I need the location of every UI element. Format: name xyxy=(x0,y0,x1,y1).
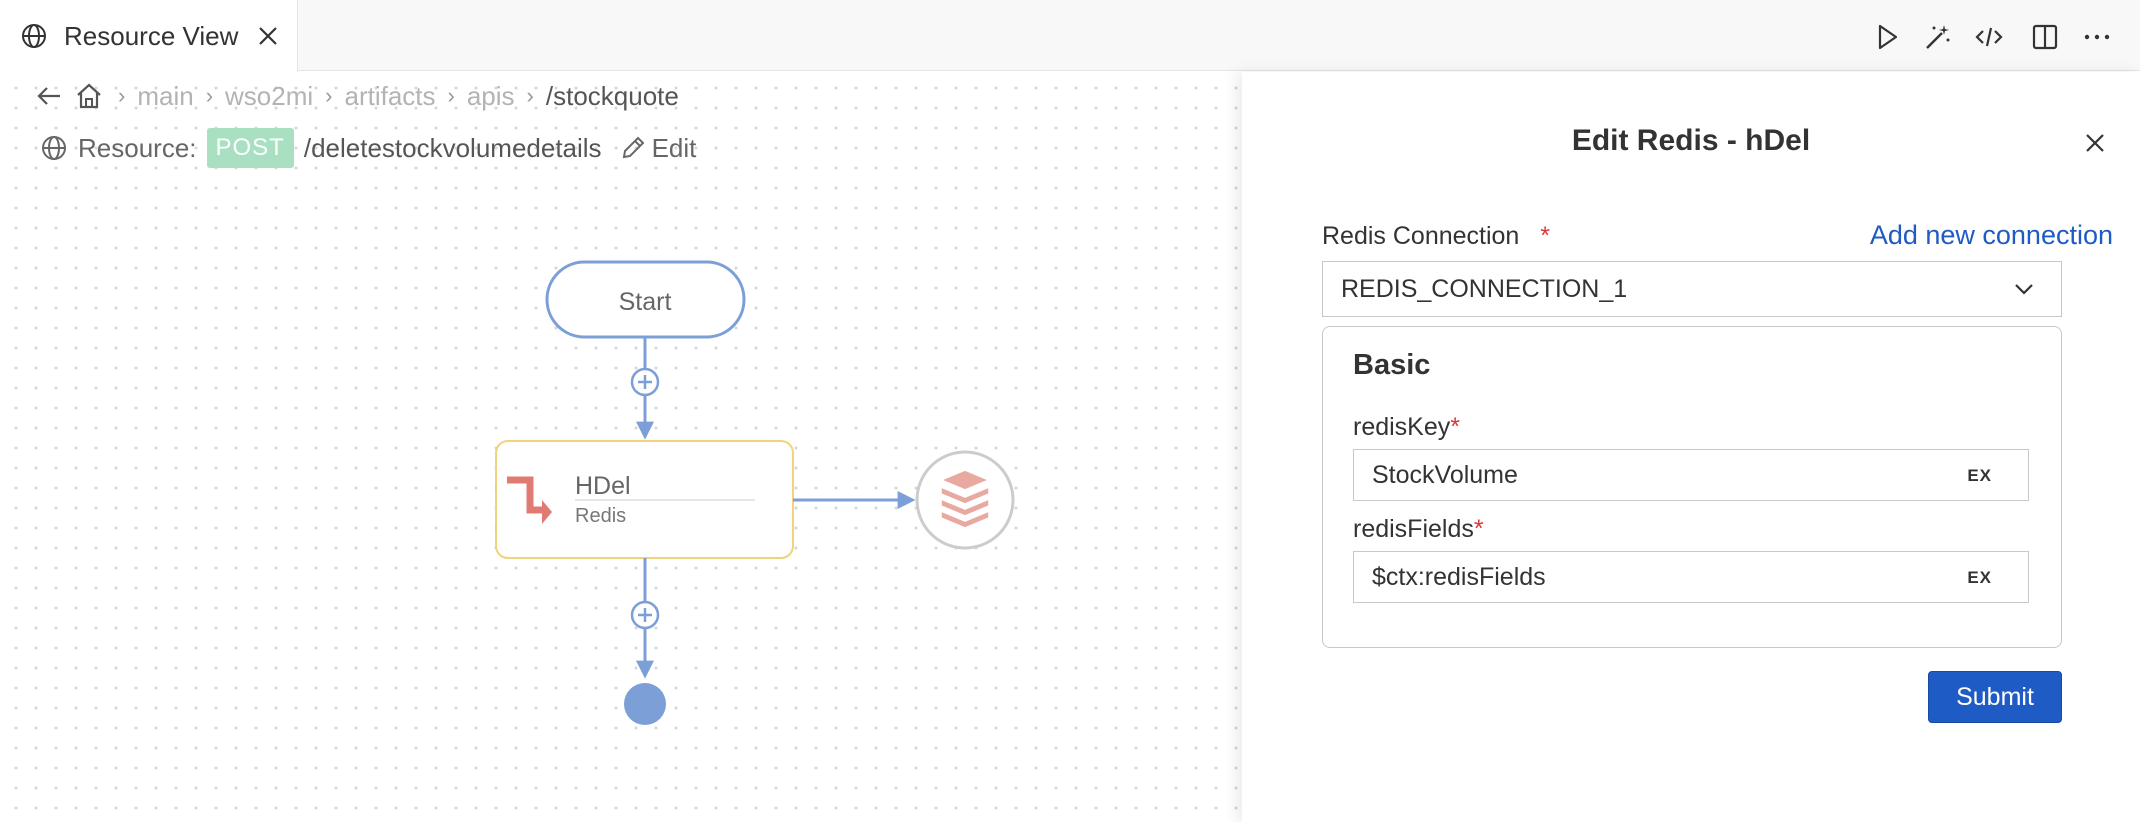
submit-button[interactable]: Submit xyxy=(1928,671,2062,723)
breadcrumb-apis[interactable]: apis xyxy=(466,80,515,111)
redis-connection-value: REDIS_CONNECTION_1 xyxy=(1341,274,1628,303)
editor-tab-bar: Resource View xyxy=(0,0,2140,72)
mediator-type: Redis xyxy=(575,505,626,527)
breadcrumb-stockquote: /stockquote xyxy=(545,80,679,111)
rediskey-value: StockVolume xyxy=(1372,460,1518,489)
close-icon[interactable] xyxy=(254,22,282,50)
basic-parameters-group: Basic redisKey* StockVolume EX redisFiel… xyxy=(1322,326,2062,648)
breadcrumb-main[interactable]: main xyxy=(137,80,194,111)
required-marker: * xyxy=(1540,222,1551,250)
breadcrumb-separator: › xyxy=(205,83,214,108)
group-title: Basic xyxy=(1353,349,1431,381)
expression-toggle-button[interactable]: EX xyxy=(1967,466,1992,485)
globe-icon xyxy=(42,136,66,160)
redis-connection-select[interactable]: REDIS_CONNECTION_1 xyxy=(1322,261,2062,317)
tab-resource-view[interactable]: Resource View xyxy=(0,0,298,72)
magic-wand-icon[interactable] xyxy=(1922,22,1952,52)
chevron-down-icon xyxy=(2015,284,2033,295)
tab-label: Resource View xyxy=(64,20,239,51)
close-icon[interactable] xyxy=(2082,130,2108,156)
required-marker: * xyxy=(1450,413,1460,441)
redisfields-label: redisFields* xyxy=(1353,515,1484,544)
run-icon[interactable] xyxy=(1872,22,1902,52)
redis-connection-node[interactable] xyxy=(915,450,1015,550)
rediskey-input[interactable]: StockVolume EX xyxy=(1353,449,2029,501)
edit-redis-panel: Edit Redis - hDel Redis Connection * Add… xyxy=(1242,72,2140,822)
add-step-button[interactable] xyxy=(630,600,660,630)
globe-icon xyxy=(22,24,46,48)
redis-connection-label: Redis Connection * xyxy=(1322,222,1550,251)
method-badge: POST xyxy=(206,128,294,168)
breadcrumb-separator: › xyxy=(118,83,126,108)
start-node[interactable]: Start xyxy=(545,260,746,339)
pencil-icon xyxy=(622,136,644,159)
add-new-connection-link[interactable]: Add new connection xyxy=(1869,220,2113,250)
start-label: Start xyxy=(619,288,672,316)
redisfields-label-text: redisFields xyxy=(1353,515,1474,543)
hdel-mediator-node[interactable]: HDel Redis xyxy=(495,440,794,559)
resource-path: /deletestockvolumedetails xyxy=(303,132,602,163)
more-icon[interactable] xyxy=(2082,22,2112,52)
rediskey-label: redisKey* xyxy=(1353,413,1460,442)
required-marker: * xyxy=(1473,515,1484,543)
code-icon[interactable] xyxy=(1974,22,2004,52)
redis-mediator-icon xyxy=(507,476,552,524)
redis-icon xyxy=(939,469,991,529)
edit-resource-button[interactable]: Edit xyxy=(620,132,697,164)
add-step-button[interactable] xyxy=(630,367,660,397)
end-node[interactable] xyxy=(624,683,666,725)
resource-label: Resource: xyxy=(78,132,197,163)
breadcrumb-separator: › xyxy=(325,83,333,108)
expression-toggle-button[interactable]: EX xyxy=(1967,568,1992,587)
breadcrumb-wso2mi[interactable]: wso2mi xyxy=(225,80,314,111)
redisfields-input[interactable]: $ctx:redisFields EX xyxy=(1353,551,2029,603)
home-icon[interactable] xyxy=(74,81,104,111)
breadcrumb-separator: › xyxy=(526,83,534,108)
flow-diagram: Start HDel Redis xyxy=(495,260,1015,725)
back-arrow-icon[interactable] xyxy=(34,81,64,111)
edit-label: Edit xyxy=(651,132,697,163)
breadcrumb-artifacts[interactable]: artifacts xyxy=(344,80,436,111)
redis-connection-label-text: Redis Connection xyxy=(1322,222,1520,250)
mediator-name: HDel xyxy=(575,472,631,500)
breadcrumb: › main › wso2mi › artifacts › apis › /st… xyxy=(34,78,685,114)
redisfields-value: $ctx:redisFields xyxy=(1372,562,1546,591)
panel-title: Edit Redis - hDel xyxy=(1571,124,1811,157)
breadcrumb-separator: › xyxy=(447,83,455,108)
rediskey-label-text: redisKey xyxy=(1353,413,1451,441)
split-editor-icon[interactable] xyxy=(2030,22,2060,52)
resource-header: Resource: POST /deletestockvolumedetails… xyxy=(40,127,696,169)
